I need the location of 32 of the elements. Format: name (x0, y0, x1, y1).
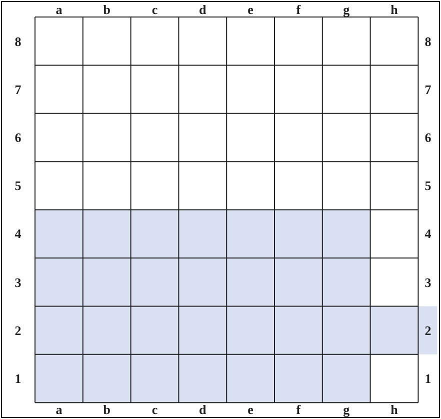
rank-label: 2 (14, 324, 22, 337)
file-label: g (342, 403, 351, 416)
rank-label: 5 (14, 179, 22, 192)
file-label: h (390, 403, 399, 416)
file-label: d (198, 3, 208, 16)
rank-label: 2 (424, 324, 432, 337)
file-label: c (150, 3, 159, 16)
rank-label: 7 (14, 82, 22, 96)
rank-label: 1 (14, 372, 22, 385)
file-label: f (295, 3, 302, 16)
rank-label: 6 (14, 131, 22, 144)
file-label: h (390, 3, 399, 16)
file-label: b (102, 3, 112, 16)
rank-label: 6 (424, 131, 432, 144)
rank-label: 7 (424, 82, 432, 96)
rank-label: 8 (424, 34, 432, 48)
file-label: a (54, 3, 64, 16)
rank-label: 4 (424, 227, 432, 240)
file-label: b (102, 403, 112, 416)
file-label: f (295, 403, 302, 416)
file-label: e (246, 3, 254, 16)
file-label: d (198, 403, 208, 416)
rank-label: 5 (424, 179, 432, 192)
rank-label: 8 (14, 34, 22, 48)
file-label: e (246, 403, 254, 416)
file-label: a (54, 403, 64, 416)
rank-label: 4 (14, 227, 22, 240)
rank-label: 3 (14, 276, 22, 289)
file-label: g (342, 3, 351, 16)
rank-label: 3 (424, 276, 432, 289)
file-label: c (150, 403, 159, 416)
rank-label: 1 (424, 372, 432, 385)
